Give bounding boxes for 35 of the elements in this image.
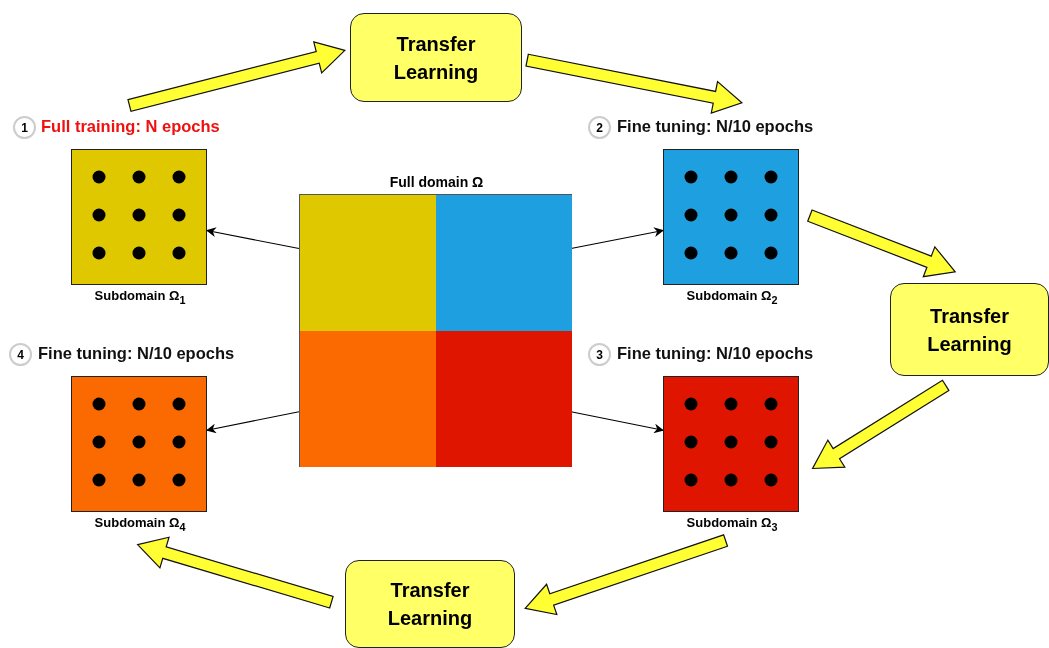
step-number-badge [13,116,36,139]
subdomain-label: Subdomain Ω$_{2}$ [685,288,779,306]
process-box [350,13,522,102]
domain-label: Full domain Ω [388,174,485,190]
step-number: 1 [21,120,28,135]
box-label: Transfer Learning [926,303,1013,357]
quadrant-region [300,195,436,331]
step-number-badge [9,343,32,366]
step-heading: Fine tuning: N/10 epochs [617,344,814,363]
arrow [206,227,300,250]
box-label: Transfer Learning [386,578,474,631]
box-label: Transfer Learning [392,31,480,85]
arrow [206,411,300,434]
block-arrow [127,40,346,112]
step-number: 4 [17,347,24,362]
subdomain-label: Subdomain Ω$_{4}$ [93,515,187,533]
block-arrow [525,53,744,114]
step-heading: Fine tuning: N/10 epochs [617,117,814,136]
block-arrow [136,536,334,609]
process-box [345,560,515,648]
block-arrow [806,209,957,278]
quadrant-region [436,331,572,467]
subdomain-label: Subdomain Ω$_{1}$ [93,288,187,306]
step-heading: Fine tuning: N/10 epochs [38,344,235,363]
step-number-badge [588,343,611,366]
step-number: 2 [596,120,603,135]
process-box [890,283,1049,376]
quadrant-region [436,195,572,331]
step-heading: Full training: N epochs [41,117,220,136]
quadrant-region [300,331,436,467]
step-number: 3 [596,347,603,362]
block-arrow [524,534,729,616]
step-number-badge [588,116,611,139]
block-arrow [811,379,950,470]
subdomain-label: Subdomain Ω$_{3}$ [685,515,779,533]
